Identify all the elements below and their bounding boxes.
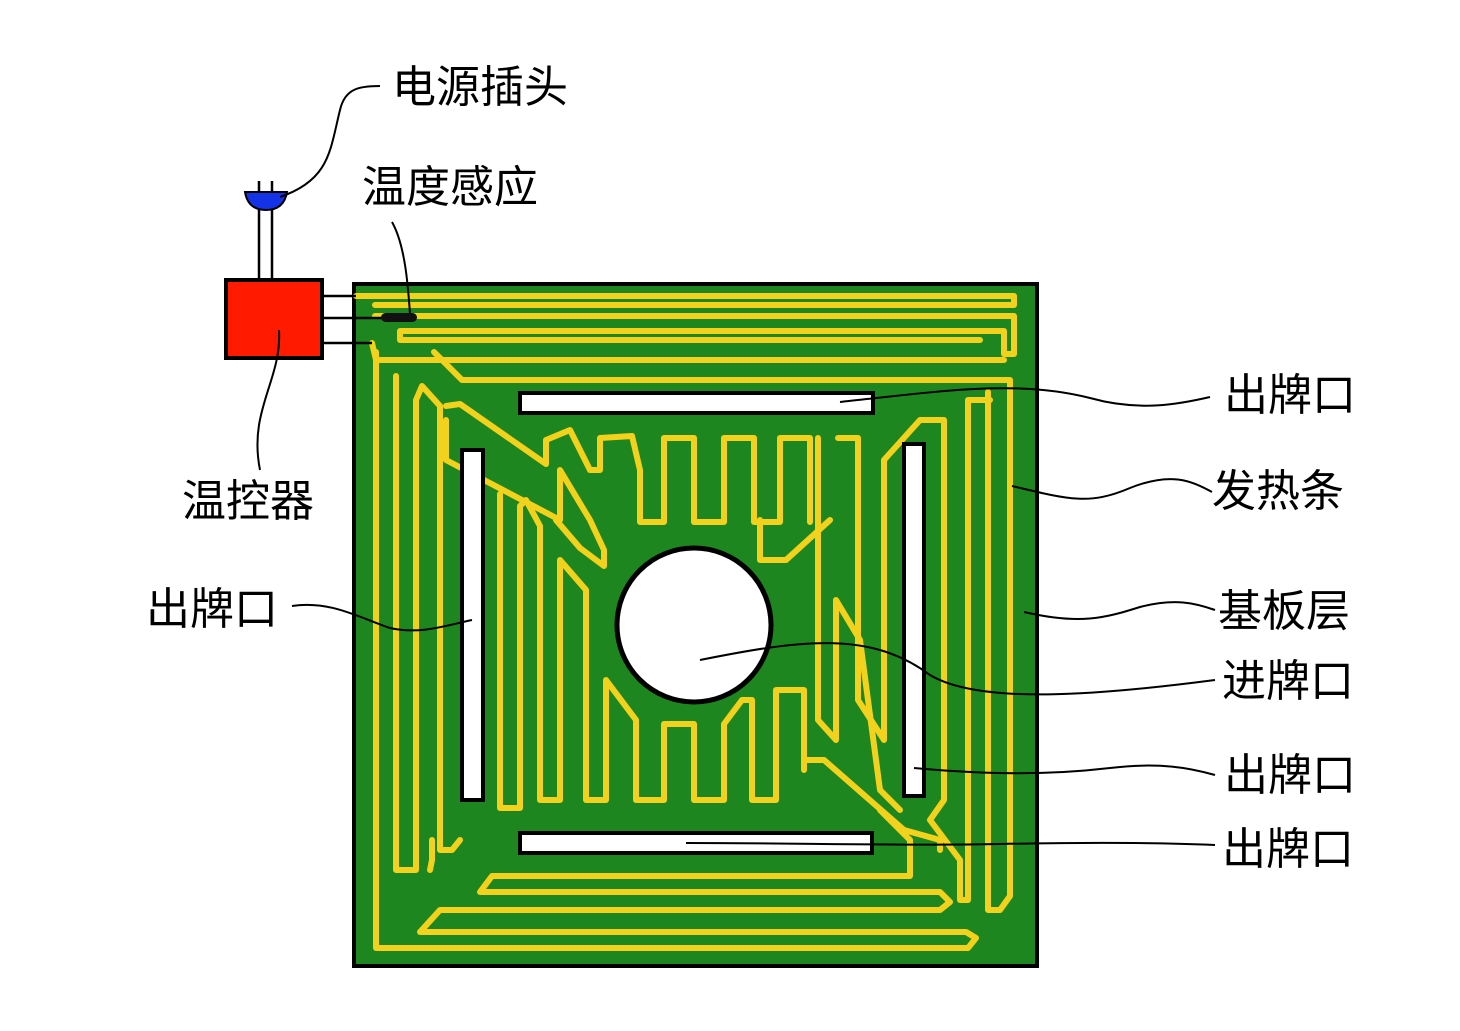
temperature-sensor-probe [381,313,417,322]
thermostat-box [224,278,324,360]
label-outlet-top: 出牌口 [1224,370,1356,421]
label-power-plug: 电源插头 [392,62,568,113]
leader-lines [256,85,1216,846]
label-thermostat: 温控器 [182,476,314,527]
label-outlet-bottom: 出牌口 [1222,824,1354,875]
label-inlet: 进牌口 [1222,656,1354,707]
label-temperature-sensor: 温度感应 [362,162,538,213]
heating-strip [353,293,1017,951]
outlet-slot-left [460,448,485,802]
plug-prongs [257,181,274,192]
power-plug [243,191,289,212]
label-outlet-left: 出牌口 [146,584,278,635]
connection-wires [257,208,390,345]
label-substrate: 基板层 [1218,586,1350,637]
inlet-hole [614,545,774,705]
outlet-slot-right [902,442,926,798]
label-outlet-right: 出牌口 [1224,750,1356,801]
label-heating-strip: 发热条 [1212,466,1344,517]
outlet-slot-top [518,391,875,415]
